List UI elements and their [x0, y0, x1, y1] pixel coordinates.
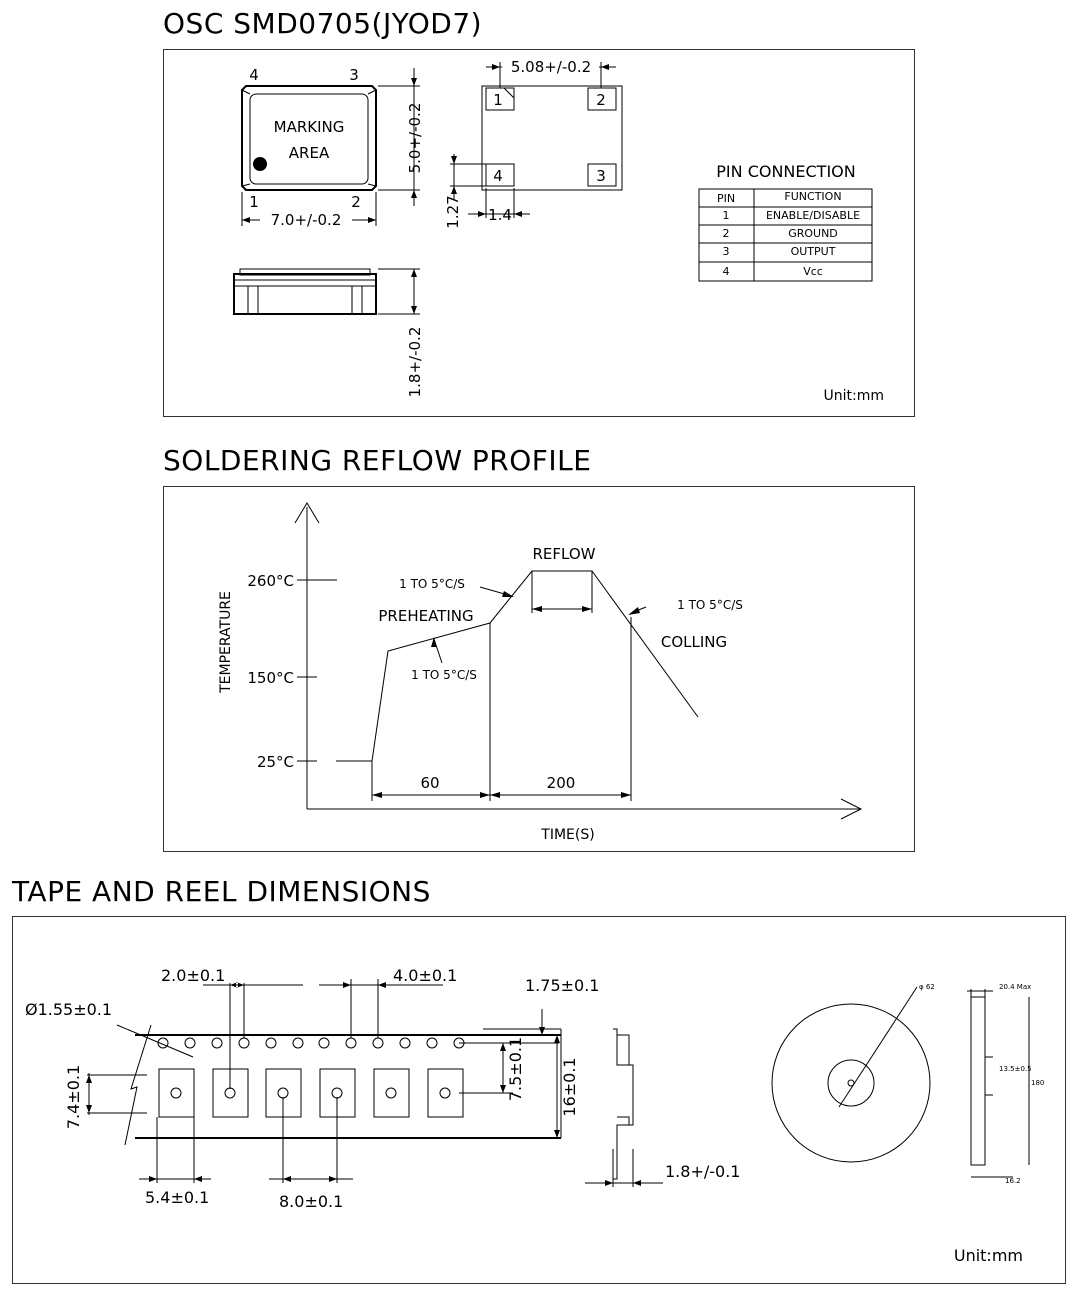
- dim-tape-thickness: 1.8+/-0.1: [665, 1162, 740, 1181]
- reflow-label: REFLOW: [533, 545, 596, 563]
- dim-hole-offset: 2.0±0.1: [161, 966, 225, 985]
- tape-drawing: 2.0±0.1 4.0±0.1 Ø1.55±0.1 1.75±0.1 7.4±0…: [25, 966, 1044, 1265]
- time-mark-60: 60: [420, 774, 439, 792]
- reel-side-view: [967, 989, 1030, 1178]
- package-top-view: MARKING AREA 4 3 1 2 7.0+/-0.2 5.0+/-0.2: [241, 66, 424, 229]
- reflow-chart: 260°C 150°C 25°C TEMPERATURE TIME(S) 60 …: [218, 502, 863, 843]
- dim-pocket-pitch: 8.0±0.1: [279, 1192, 343, 1211]
- dim-pocket-length: 5.4±0.1: [145, 1188, 209, 1207]
- dim-height: 5.0+/-0.2: [406, 103, 424, 174]
- tape-pockets: [158, 1068, 464, 1118]
- pin-label-3: 3: [349, 66, 359, 84]
- x-axis-label: TIME(S): [540, 827, 594, 843]
- pin-table-title: PIN CONNECTION: [716, 162, 855, 181]
- dim-pocket-width: 7.4±0.1: [64, 1065, 83, 1129]
- dim-width: 7.0+/-0.2: [271, 211, 342, 229]
- tape-unit: Unit:mm: [954, 1246, 1023, 1265]
- profile-curve: [336, 570, 699, 762]
- marking-line1: MARKING: [274, 118, 345, 136]
- dim-center-distance: 7.5±0.1: [506, 1037, 525, 1101]
- time-mark-200: 200: [547, 774, 576, 792]
- reel-inner-width: 16.2: [1005, 1177, 1021, 1185]
- dim-hole-diameter: Ø1.55±0.1: [25, 1000, 112, 1019]
- pin-table-header-function: FUNCTION: [784, 190, 841, 203]
- pin-table: PIN CONNECTION PIN FUNCTION 1 ENABLE/DIS…: [698, 162, 873, 282]
- pin-table-cell: OUTPUT: [791, 245, 836, 258]
- tape-side-profile: [585, 1028, 663, 1187]
- osc-unit: Unit:mm: [824, 388, 885, 404]
- dim-pad-height: 1.27: [444, 195, 462, 228]
- osc-title: OSC SMD0705(JYOD7): [163, 7, 483, 40]
- dim-pad-pitch: 5.08+/-0.2: [511, 58, 591, 76]
- tick-150: 150°C: [247, 669, 294, 687]
- package-side-view: 1.8+/-0.2: [233, 268, 424, 398]
- reflow-panel: 260°C 150°C 25°C TEMPERATURE TIME(S) 60 …: [163, 486, 915, 852]
- osc-panel: MARKING AREA 4 3 1 2 7.0+/-0.2 5.0+/-0.2: [163, 49, 915, 417]
- pin1-dot-icon: [253, 157, 267, 171]
- tape-strip: [87, 1024, 562, 1146]
- tick-260: 260°C: [247, 572, 294, 590]
- pin-table-cell: 3: [723, 245, 730, 258]
- pad-label-3: 3: [596, 167, 606, 185]
- dim-edge-offset: 1.75±0.1: [525, 976, 599, 995]
- pad-label-2: 2: [596, 91, 606, 109]
- tape-title: TAPE AND REEL DIMENSIONS: [12, 875, 431, 908]
- pin-label-4: 4: [249, 66, 259, 84]
- pin-table-cell: 4: [723, 265, 730, 278]
- dim-tape-width: 16±0.1: [560, 1057, 579, 1116]
- reel-front-view: [771, 986, 931, 1163]
- dim-hole-pitch: 4.0±0.1: [393, 966, 457, 985]
- pin-table-cell: ENABLE/DISABLE: [766, 209, 860, 222]
- tape-dimension-lines: [86, 979, 560, 1183]
- rate-cool-label: 1 TO 5°C/S: [677, 598, 743, 612]
- pin-label-1: 1: [249, 193, 259, 211]
- sprocket-holes: [157, 1037, 465, 1049]
- pin-table-cell: 1: [723, 209, 730, 222]
- marking-line2: AREA: [289, 144, 330, 162]
- reel-width-max: 20.4 Max: [999, 983, 1031, 991]
- pin-label-2: 2: [351, 193, 361, 211]
- pin-table-cell: 2: [723, 227, 730, 240]
- pin-table-cell: GROUND: [788, 227, 838, 240]
- rate-upper-label: 1 TO 5°C/S: [399, 577, 465, 591]
- dim-thickness: 1.8+/-0.2: [406, 327, 424, 398]
- reflow-title: SOLDERING REFLOW PROFILE: [163, 444, 592, 477]
- pad-label-4: 4: [493, 167, 503, 185]
- tape-panel: 2.0±0.1 4.0±0.1 Ø1.55±0.1 1.75±0.1 7.4±0…: [12, 916, 1066, 1284]
- reel-hub-diameter: φ 62: [919, 983, 935, 991]
- package-bottom-view: 1 2 4 3 5.08+/-0.2 1.27 1.4: [444, 58, 623, 229]
- colling-label: COLLING: [661, 633, 727, 651]
- pad-label-1: 1: [493, 91, 503, 109]
- reel-outer: 180: [1031, 1079, 1044, 1087]
- preheating-label: PREHEATING: [378, 607, 473, 625]
- tick-25: 25°C: [257, 753, 294, 771]
- pin-table-header-pin: PIN: [717, 192, 735, 205]
- osc-drawing: MARKING AREA 4 3 1 2 7.0+/-0.2 5.0+/-0.2: [233, 58, 885, 404]
- dim-pad-width: 1.4: [488, 206, 512, 224]
- reel-slot: 13.5±0.5: [999, 1065, 1032, 1073]
- y-axis-label: TEMPERATURE: [218, 591, 234, 694]
- pin-table-cell: Vcc: [803, 265, 823, 278]
- rate-lower-label: 1 TO 5°C/S: [411, 668, 477, 682]
